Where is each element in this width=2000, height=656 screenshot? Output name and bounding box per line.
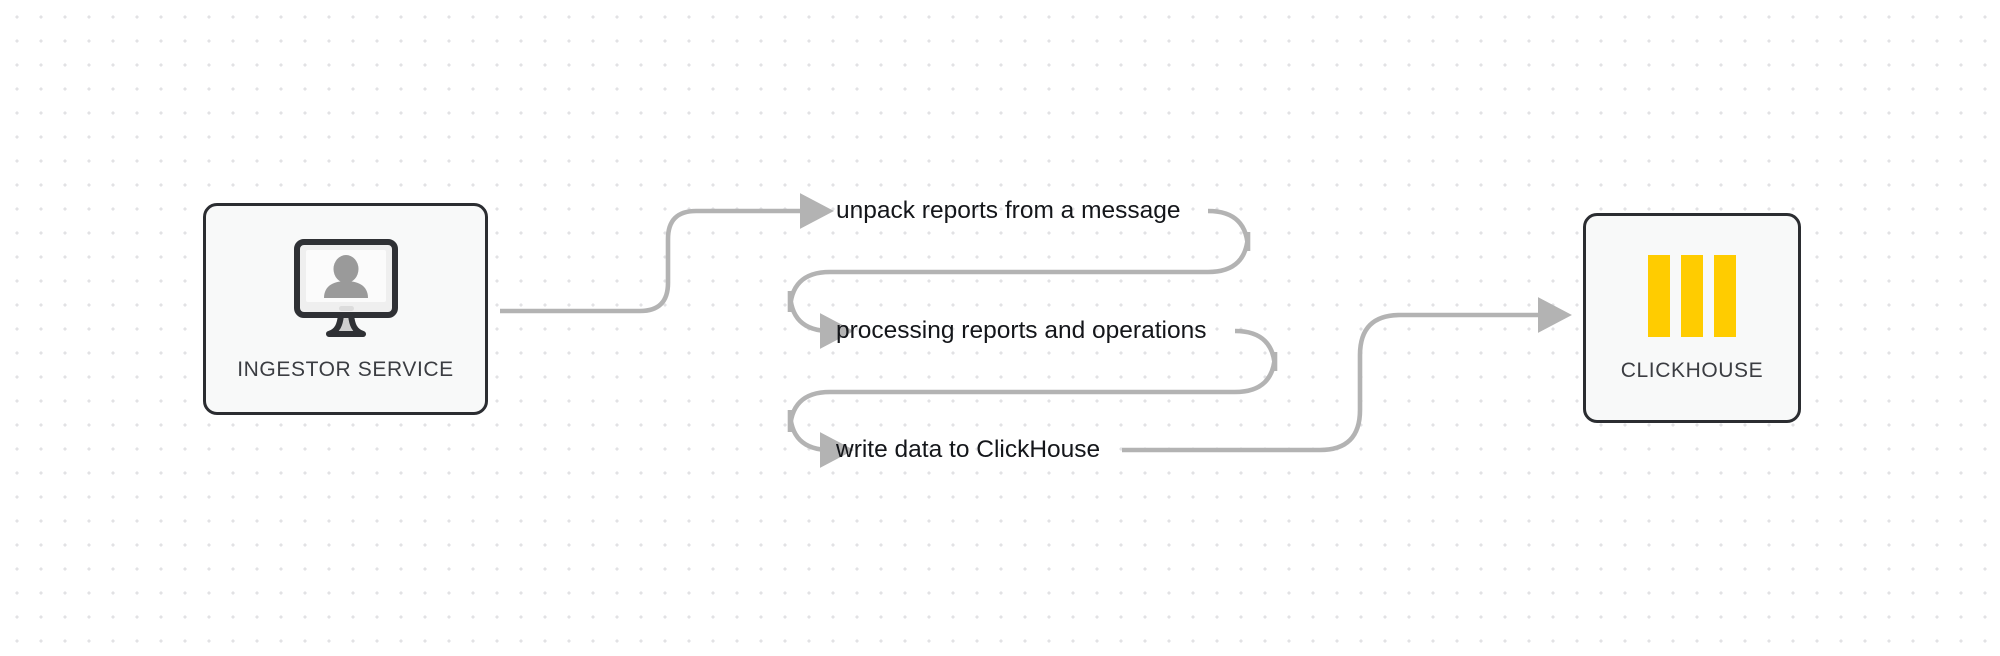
clickhouse-bars-icon [1640,253,1744,339]
edge-label-step-3: write data to ClickHouse [836,435,1101,463]
node-ingestor-service-label: INGESTOR SERVICE [237,358,454,381]
edge-label-step-2: processing reports and operations [836,316,1207,344]
monitor-user-icon [288,236,404,340]
edge-step2-return-to-step3 [787,328,1278,468]
node-clickhouse-label: CLICKHOUSE [1620,359,1764,382]
node-clickhouse[interactable]: CLICKHOUSE [1583,213,1801,423]
node-ingestor-service[interactable]: INGESTOR SERVICE [203,203,488,415]
edge-label-step-1: unpack reports from a message [836,196,1181,224]
edge-ingestor-to-step1 [500,193,834,314]
edge-step1-return-to-step2 [787,208,1251,349]
